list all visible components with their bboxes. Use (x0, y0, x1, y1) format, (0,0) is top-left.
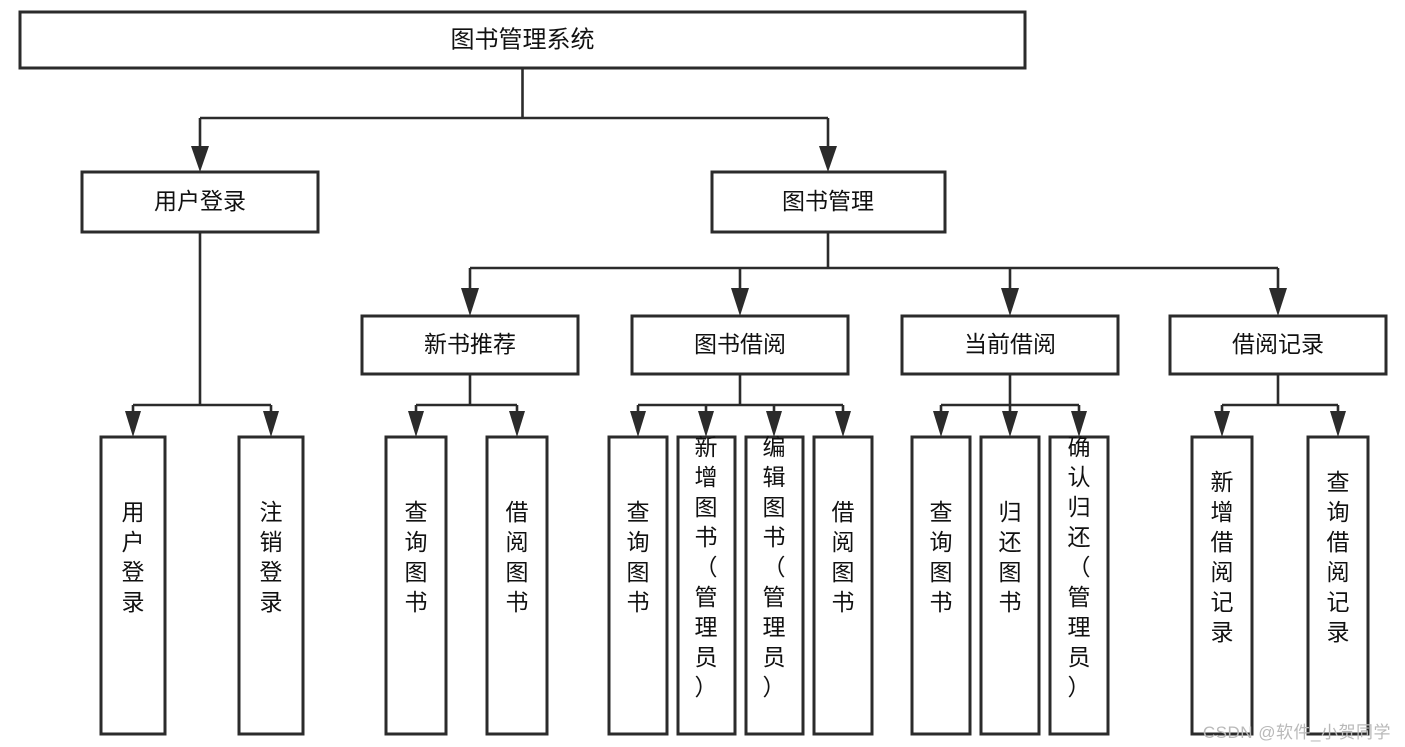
node-leaf-query-book-2-box[interactable] (607, 435, 669, 736)
arrow-head-query-book-1 (408, 411, 424, 437)
node-leaf-query-book-2-label: 查询图书 (627, 499, 650, 615)
arrow-head-borrow-record (1269, 288, 1287, 316)
node-leaf-add-book-box[interactable] (676, 435, 737, 736)
node-user-login-label: 用户登录 (154, 188, 246, 214)
arrow-head-return-book (1002, 411, 1018, 437)
node-current-borrow-box[interactable] (900, 314, 1120, 376)
arrow-head-user-login (191, 146, 209, 172)
node-book-manage[interactable]: 图书管理 (710, 170, 947, 234)
node-leaf-add-record-label: 新增借阅记录 (1211, 469, 1234, 645)
node-leaf-query-record[interactable]: 查询借阅记录 (1306, 435, 1370, 736)
node-leaf-add-record[interactable]: 新增借阅记录 (1190, 435, 1254, 736)
node-leaf-confirm-return-label: 确认归还（管理员） (1068, 434, 1091, 700)
node-root-box[interactable] (18, 10, 1027, 70)
node-leaf-query-book-1-box[interactable] (384, 435, 448, 736)
node-book-manage-label: 图书管理 (782, 188, 874, 214)
arrow-head-confirm-return (1071, 411, 1087, 437)
node-leaf-add-book-label: 新增图书（管理员） (695, 434, 718, 700)
node-root-label: 图书管理系统 (451, 26, 595, 53)
node-leaf-add-book[interactable]: 新增图书（管理员） (676, 434, 737, 736)
arrow-head-borrow-book-2 (835, 411, 851, 437)
connector-layer (125, 68, 1346, 437)
node-borrow-record-box[interactable] (1168, 314, 1388, 376)
node-user-login-box[interactable] (80, 170, 320, 234)
node-leaf-query-book-2[interactable]: 查询图书 (607, 435, 669, 736)
node-leaf-borrow-book-1-label: 借阅图书 (506, 499, 529, 615)
node-current-borrow[interactable]: 当前借阅 (900, 314, 1120, 376)
node-leaf-borrow-book-2-label: 借阅图书 (832, 499, 855, 615)
node-new-book-recommend-label: 新书推荐 (424, 331, 516, 357)
node-leaf-return-book-box[interactable] (979, 435, 1041, 736)
arrow-head-leaf-user-login (125, 411, 141, 437)
node-leaf-borrow-book-2-box[interactable] (812, 435, 874, 736)
arrow-head-new-book (461, 288, 479, 316)
node-leaf-query-book-3-label: 查询图书 (930, 499, 953, 615)
node-leaf-edit-book-box[interactable] (744, 435, 805, 736)
node-leaf-edit-book-label: 编辑图书（管理员） (763, 434, 786, 700)
node-leaf-user-login-box[interactable] (99, 435, 167, 736)
node-leaf-return-book[interactable]: 归还图书 (979, 435, 1041, 736)
node-leaf-user-login-label: 用户登录 (122, 499, 145, 615)
node-leaf-query-record-box[interactable] (1306, 435, 1370, 736)
arrow-head-query-book-2 (630, 411, 646, 437)
node-leaf-logout-login[interactable]: 注销登录 (237, 435, 305, 736)
watermark-text: CSDN @软件_小贺同学 (1202, 723, 1391, 742)
arrow-head-add-book (698, 411, 714, 437)
node-leaf-confirm-return-box[interactable] (1048, 435, 1110, 736)
node-leaf-user-login[interactable]: 用户登录 (99, 435, 167, 736)
node-leaf-query-record-label: 查询借阅记录 (1327, 469, 1350, 645)
node-borrow-record-label: 借阅记录 (1232, 331, 1324, 357)
node-leaf-borrow-book-1-box[interactable] (485, 435, 549, 736)
node-leaf-query-book-3[interactable]: 查询图书 (910, 435, 972, 736)
arrow-head-book-borrow (731, 288, 749, 316)
node-leaf-query-book-3-box[interactable] (910, 435, 972, 736)
node-root[interactable]: 图书管理系统 (18, 10, 1027, 70)
node-user-login[interactable]: 用户登录 (80, 170, 320, 234)
node-leaf-confirm-return[interactable]: 确认归还（管理员） (1048, 434, 1110, 736)
arrow-head-edit-book (766, 411, 782, 437)
node-new-book-recommend-box[interactable] (360, 314, 580, 376)
node-leaf-query-book-1-label: 查询图书 (405, 499, 428, 615)
arrow-head-leaf-logout (263, 411, 279, 437)
node-leaf-logout-login-label: 注销登录 (260, 499, 283, 615)
arrow-head-borrow-book-1 (509, 411, 525, 437)
node-leaf-borrow-book-1[interactable]: 借阅图书 (485, 435, 549, 736)
node-book-borrow-box[interactable] (630, 314, 850, 376)
node-book-borrow-label: 图书借阅 (694, 331, 786, 357)
node-new-book-recommend[interactable]: 新书推荐 (360, 314, 580, 376)
arrow-head-add-record (1214, 411, 1230, 437)
node-leaf-borrow-book-2[interactable]: 借阅图书 (812, 435, 874, 736)
node-current-borrow-label: 当前借阅 (964, 331, 1056, 357)
node-leaf-logout-login-box[interactable] (237, 435, 305, 736)
arrow-head-current-borrow (1001, 288, 1019, 316)
node-leaf-query-book-1[interactable]: 查询图书 (384, 435, 448, 736)
node-book-manage-box[interactable] (710, 170, 947, 234)
node-leaf-return-book-label: 归还图书 (999, 499, 1022, 615)
arrow-head-book-manage (819, 146, 837, 172)
node-book-borrow[interactable]: 图书借阅 (630, 314, 850, 376)
arrow-head-query-record (1330, 411, 1346, 437)
node-borrow-record[interactable]: 借阅记录 (1168, 314, 1388, 376)
node-leaf-edit-book[interactable]: 编辑图书（管理员） (744, 434, 805, 736)
node-leaf-add-record-box[interactable] (1190, 435, 1254, 736)
arrow-head-query-book-3 (933, 411, 949, 437)
